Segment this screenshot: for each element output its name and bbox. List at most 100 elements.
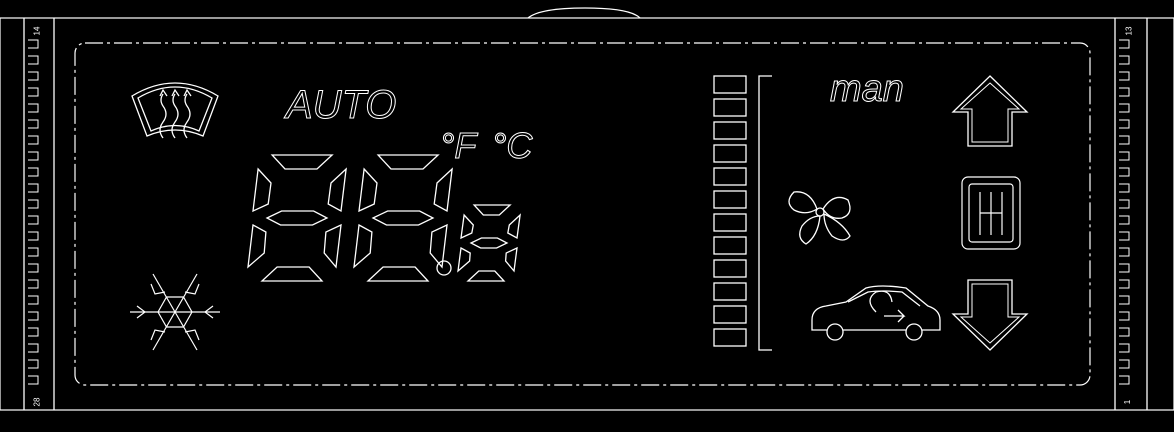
fan-bar-bracket (758, 75, 772, 351)
digit-segment (371, 210, 435, 226)
digit-segment (327, 167, 347, 213)
pin-contact (1119, 231, 1130, 241)
digit-segment (466, 270, 506, 282)
pin-contact (1119, 71, 1130, 81)
digit-segment (504, 246, 518, 273)
pin-contact (28, 295, 39, 305)
digit-segment (457, 246, 471, 273)
decimal-point (436, 260, 452, 276)
pin-contact (28, 167, 39, 177)
arrow-down-icon (951, 279, 1029, 351)
arrow-up-icon (951, 75, 1029, 147)
pin-contact (28, 71, 39, 81)
pin-label-13: 13 (1124, 26, 1134, 36)
pin-label-14: 14 (32, 26, 42, 36)
pin-contact (28, 359, 39, 369)
celsius-unit-label: °C (491, 125, 533, 166)
viewing-area (74, 42, 1091, 386)
pin-contact (1119, 39, 1130, 49)
pin-contact (28, 119, 39, 129)
pin-contact (28, 375, 39, 385)
fan-bar-segment (713, 190, 747, 209)
pin-contact (1119, 279, 1130, 289)
digit-segment (472, 204, 512, 216)
digit-segment (247, 223, 267, 269)
pin-contact (28, 87, 39, 97)
pin-contact (28, 343, 39, 353)
pin-contact (28, 311, 39, 321)
pin-contact (1119, 183, 1130, 193)
pin-contact (1119, 87, 1130, 97)
fahrenheit-unit-label: °F (439, 125, 477, 166)
fan-bar-segment (713, 98, 747, 117)
pin-label-28: 28 (32, 397, 42, 407)
outer-frame (0, 7, 1174, 411)
pin-contact (28, 151, 39, 161)
pin-contact (28, 39, 39, 49)
pin-contact (28, 199, 39, 209)
pin-contact (28, 247, 39, 257)
pin-contact (1119, 343, 1130, 353)
auto-mode-label: AUTO (285, 83, 397, 127)
pin-contact (28, 231, 39, 241)
fan-bar-segment (713, 167, 747, 186)
snowflake-icon (130, 273, 220, 351)
digit-segment (460, 213, 474, 240)
pin-contact (28, 103, 39, 113)
pin-contact (28, 279, 39, 289)
fan-bar-segment (713, 121, 747, 140)
digit-segment (358, 167, 378, 213)
heater-grid-icon (961, 176, 1021, 250)
fan-bar-segment (713, 236, 747, 255)
pin-contact (28, 263, 39, 273)
pin-contact (1119, 151, 1130, 161)
digit-segment (376, 154, 440, 170)
pin-contact (1119, 375, 1130, 385)
fan-icon (788, 191, 851, 245)
pin-contact (1119, 311, 1130, 321)
pin-contact (1119, 199, 1130, 209)
digit-segment (433, 167, 453, 213)
pin-contact (1119, 263, 1130, 273)
pin-contact (1119, 215, 1130, 225)
fan-bar-segment (713, 259, 747, 278)
pin-contact (1119, 135, 1130, 145)
temperature-digits (247, 154, 521, 282)
fan-bar-segment (713, 75, 747, 94)
digit-segment (353, 223, 373, 269)
digit-segment (429, 223, 448, 269)
pin-contact (1119, 247, 1130, 257)
pin-contact (28, 327, 39, 337)
digit-segment (507, 213, 521, 240)
digit-segment (323, 223, 342, 269)
pin-contact (28, 55, 39, 65)
digit-segment (265, 210, 329, 226)
left-pin-strip (23, 18, 55, 410)
fan-bar-segment (713, 213, 747, 232)
pin-contact (1119, 167, 1130, 177)
right-pin-strip (1114, 18, 1148, 410)
digit-segment (469, 237, 509, 249)
digit-segment (270, 154, 334, 170)
pin-contact (1119, 103, 1130, 113)
fan-speed-bar (713, 75, 747, 347)
windshield-defrost-icon (131, 82, 219, 139)
digit-segment (260, 266, 324, 282)
pin-contact (1119, 55, 1130, 65)
pin-contact (1119, 327, 1130, 337)
digit-segment (252, 167, 272, 213)
pin-contact (28, 215, 39, 225)
digit-segment (366, 266, 430, 282)
fan-bar-segment (713, 305, 747, 324)
pin-contact (1119, 359, 1130, 369)
air-recirculation-car-icon (811, 285, 941, 341)
manual-mode-label: man (830, 68, 905, 110)
pin-contact (1119, 119, 1130, 129)
pin-contact (28, 135, 39, 145)
fan-bar-segment (713, 328, 747, 347)
fan-bar-segment (713, 282, 747, 301)
pin-contact (28, 183, 39, 193)
fan-bar-segment (713, 144, 747, 163)
pin-label-1: 1 (1123, 399, 1133, 405)
